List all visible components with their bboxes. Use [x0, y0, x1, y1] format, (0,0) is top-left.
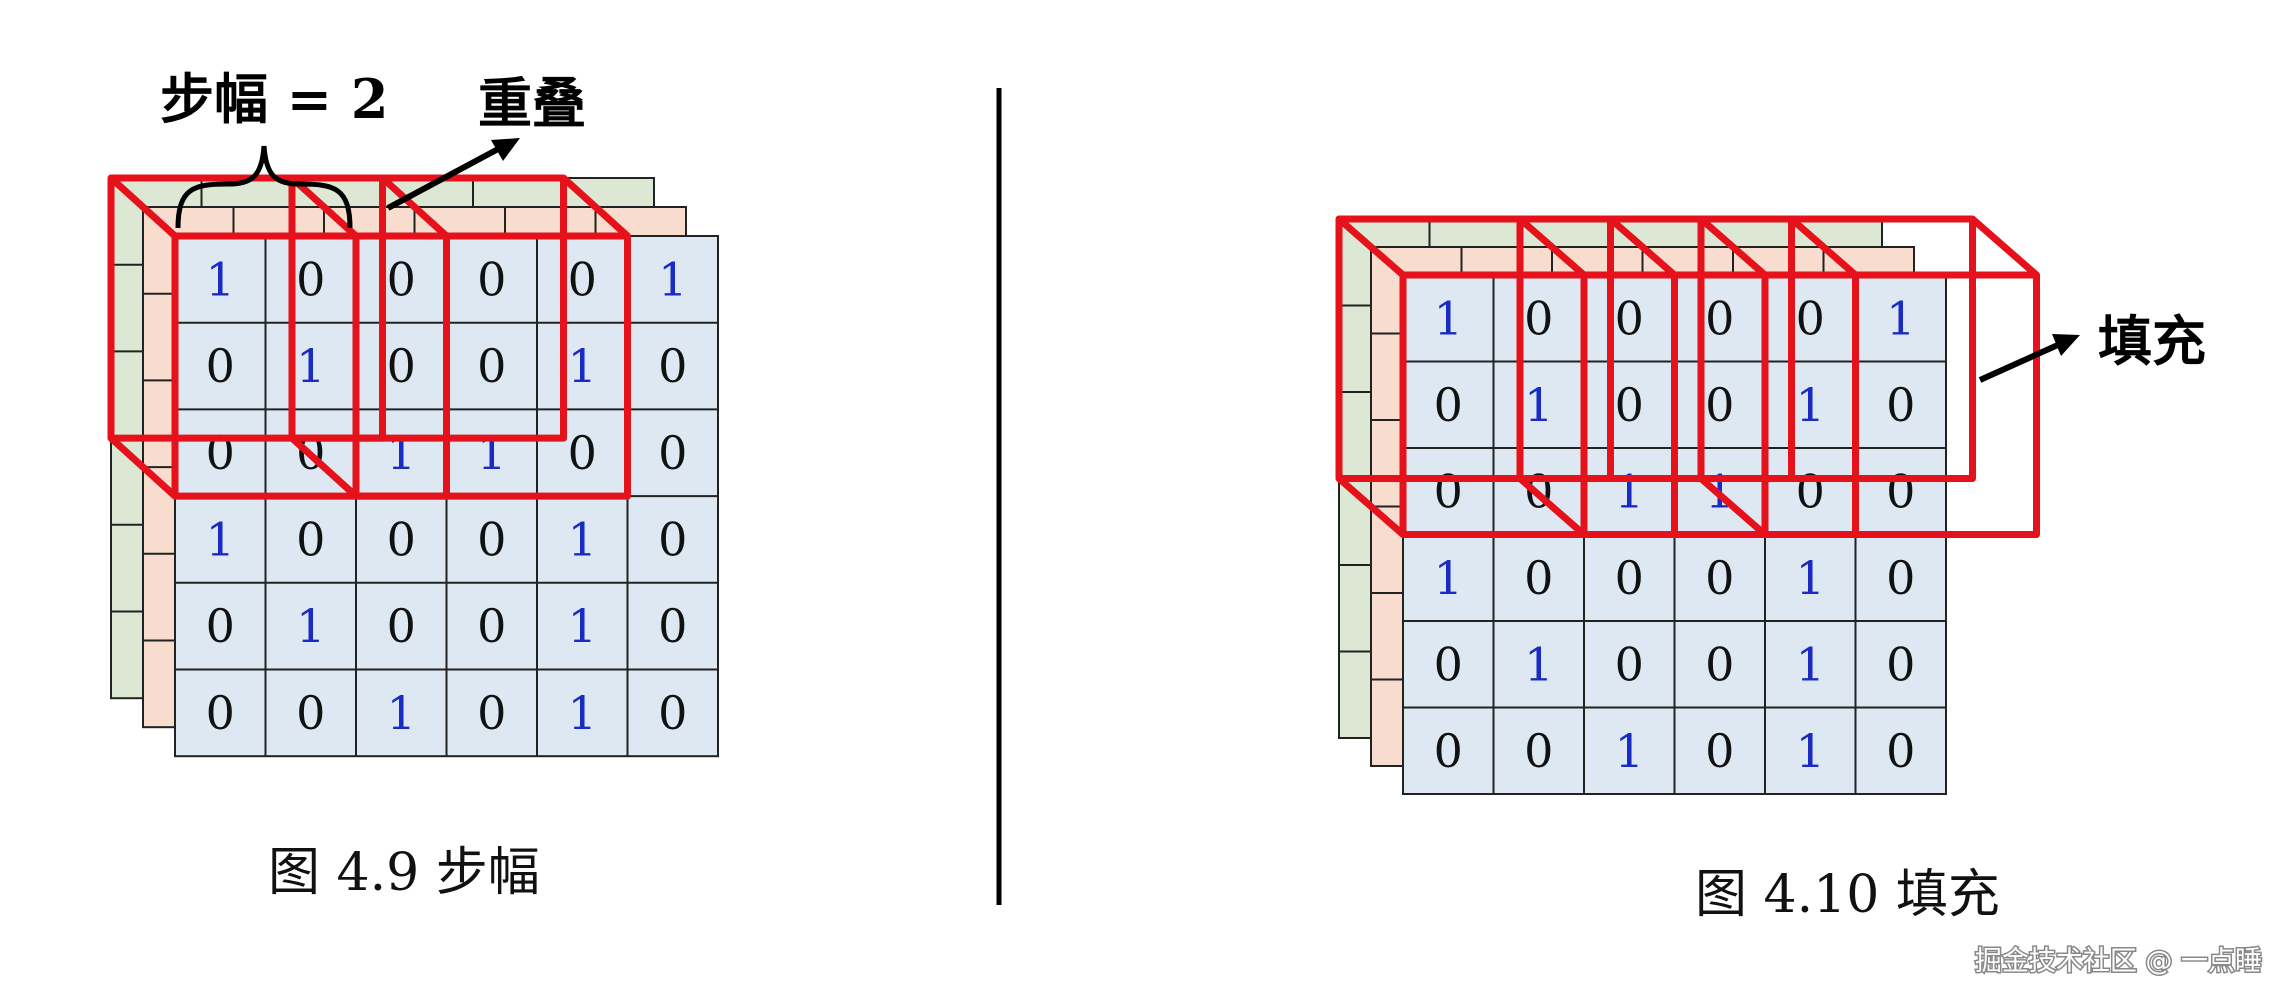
- grid-cell-value: 0: [1705, 551, 1734, 605]
- grid-cell-value: 0: [1615, 291, 1644, 345]
- grid-cell-value: 0: [568, 426, 597, 480]
- kernel-window-2: [1516, 215, 1859, 538]
- grid-cell-value: 1: [206, 512, 235, 566]
- grid-cell-value: 0: [296, 686, 325, 740]
- grid-cell-value: 0: [387, 599, 416, 653]
- grid-cell-value: 1: [1434, 291, 1463, 345]
- grid-cell-value: 1: [206, 252, 235, 306]
- grid-cell-value: 0: [206, 339, 235, 393]
- kernel-window-1: [1335, 215, 1678, 538]
- grid-cell-value: 0: [1434, 378, 1463, 432]
- grid-cell-value: 1: [1615, 464, 1644, 518]
- grid-cell-value: 0: [206, 426, 235, 480]
- grid-cell-value: 0: [1705, 378, 1734, 432]
- grid-cell-value: 0: [387, 252, 416, 306]
- grid-cell-value: 1: [1796, 637, 1825, 691]
- grid-cell-value: 0: [296, 512, 325, 566]
- grid-cell-value: 0: [477, 339, 506, 393]
- grid-cell-value: 1: [658, 252, 687, 306]
- grid-cell-value: 1: [1615, 724, 1644, 778]
- grid-cell-value: 0: [1705, 637, 1734, 691]
- grid-cell-value: 0: [206, 686, 235, 740]
- stride-annotations: 步幅 = 2 重叠 图 4.9 步幅: [160, 67, 586, 903]
- grid-cell-value: 1: [1524, 378, 1553, 432]
- padding-arrow-head-icon: [2052, 334, 2080, 356]
- grid-cell-value: 0: [1886, 464, 1915, 518]
- watermark: 掘金技术社区 @ 一点睡: [1975, 946, 2262, 977]
- grid-cell-value: 1: [568, 339, 597, 393]
- grid-cell-value: 1: [1796, 378, 1825, 432]
- grid-cell-value: 0: [477, 686, 506, 740]
- padding-caption: 图 4.10 填充: [1695, 865, 2000, 925]
- grid-cell-value: 0: [1524, 724, 1553, 778]
- padding-arrow-line: [1978, 341, 2062, 383]
- grid-cell-value: 1: [1524, 637, 1553, 691]
- grid-cell-value: 0: [1615, 637, 1644, 691]
- grid-cell-value: 0: [568, 252, 597, 306]
- grid-cell-value: 0: [658, 686, 687, 740]
- grid-cell-value: 0: [1886, 551, 1915, 605]
- kernel-window-padded: [1697, 215, 2040, 538]
- stride-caption: 图 4.9 步幅: [268, 843, 540, 903]
- overlap-arrow-head-icon: [491, 138, 520, 161]
- grid-cell-value: 0: [1615, 378, 1644, 432]
- grid-cell-value: 1: [1796, 551, 1825, 605]
- padding-annotations: 填充 图 4.10 填充: [1695, 309, 2206, 925]
- grid-cell-value: 1: [387, 426, 416, 480]
- grid-cell-value: 0: [1886, 637, 1915, 691]
- grid-cell-value: 0: [1615, 551, 1644, 605]
- grid-cell-value: 1: [568, 599, 597, 653]
- grid-cell-value: 0: [1524, 551, 1553, 605]
- grid-cell-value: 0: [477, 252, 506, 306]
- grid-cell-value: 1: [1434, 551, 1463, 605]
- grid-cell-value: 0: [477, 512, 506, 566]
- grid-cell-value: 0: [1796, 291, 1825, 345]
- grid-cell-value: 0: [1886, 724, 1915, 778]
- grid-cell-value: 0: [1705, 291, 1734, 345]
- stride-brace-icon: [175, 145, 353, 229]
- grid-cell-value: 0: [1705, 724, 1734, 778]
- grid-cell-value: 1: [296, 599, 325, 653]
- grid-cell-value: 1: [1796, 724, 1825, 778]
- grid-cell-value: 0: [477, 599, 506, 653]
- grid-cell-value: 1: [1886, 291, 1915, 345]
- grid-cell-value: 1: [477, 426, 506, 480]
- grid-cell-value: 0: [658, 426, 687, 480]
- stride-label: 步幅 = 2: [160, 67, 388, 131]
- grid-cell-value: 0: [387, 512, 416, 566]
- grid-cell-value: 0: [658, 339, 687, 393]
- grid-cell-value: 1: [568, 686, 597, 740]
- grid-cell-value: 0: [658, 512, 687, 566]
- overlap-arrow-line: [386, 145, 502, 211]
- kernel-window-1: [107, 174, 450, 500]
- grid-cell-value: 0: [1524, 291, 1553, 345]
- grid-cell-value: 0: [1796, 464, 1825, 518]
- grid-cell-value: 0: [1434, 724, 1463, 778]
- grid-cell-value: 1: [568, 512, 597, 566]
- grid-cell-value: 0: [1434, 464, 1463, 518]
- grid-cell-value: 0: [1886, 378, 1915, 432]
- grid-cell-value: 0: [296, 252, 325, 306]
- grid-cell-value: 1: [296, 339, 325, 393]
- grid-cell-value: 0: [658, 599, 687, 653]
- grid-cell-value: 0: [206, 599, 235, 653]
- kernel-window-2: [288, 174, 631, 500]
- grid-cell-value: 0: [1434, 637, 1463, 691]
- padding-label: 填充: [2098, 309, 2206, 373]
- overlap-label: 重叠: [478, 71, 586, 135]
- grid-cell-value: 1: [387, 686, 416, 740]
- grid-cell-value: 0: [387, 339, 416, 393]
